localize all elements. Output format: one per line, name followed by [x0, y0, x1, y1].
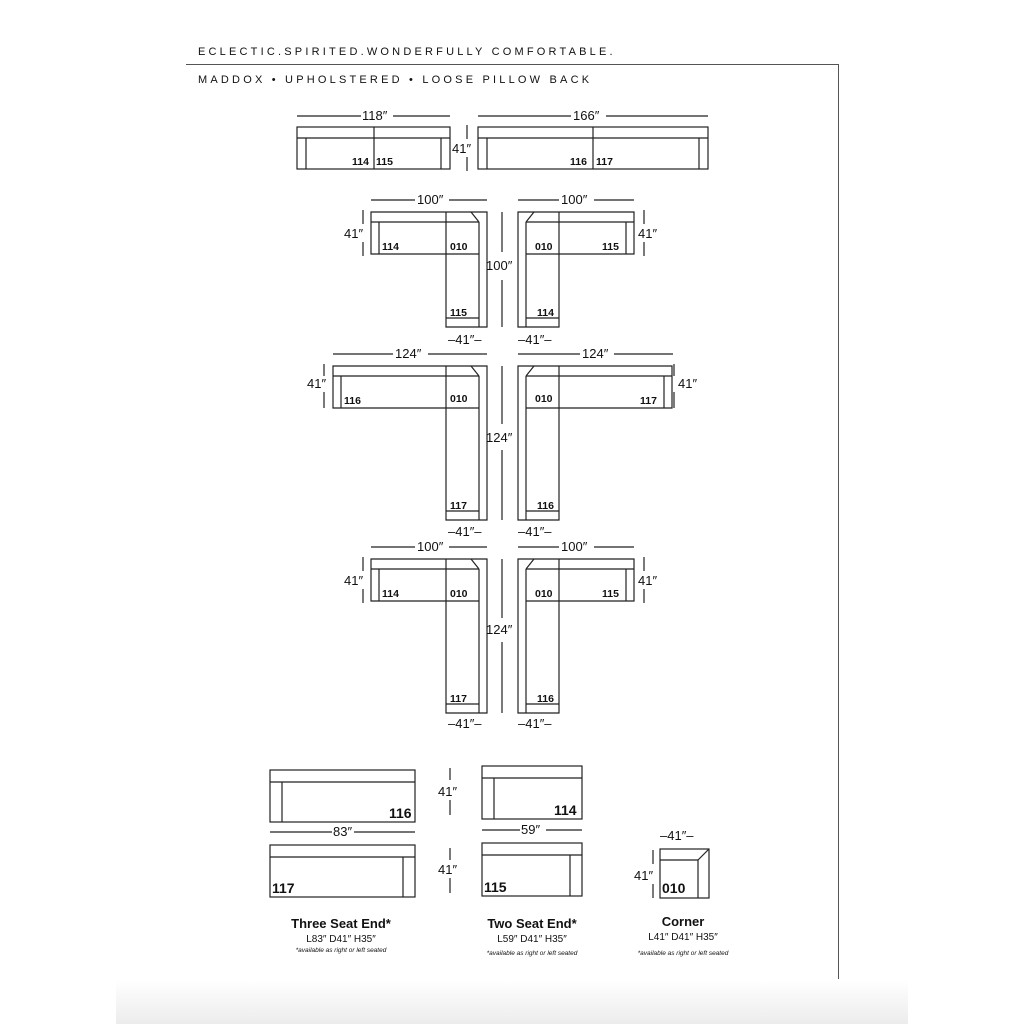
code-116-large: 116: [389, 805, 412, 821]
caption-three-seat-note: *available as right or left seated: [296, 947, 387, 954]
sofa-166: 166″ 116 117: [477, 108, 709, 170]
code-116: 116: [344, 395, 361, 407]
dim-83: 83″: [333, 824, 352, 839]
caption-two-seat: Two Seat End* L59″ D41″ H35″ *available …: [487, 916, 578, 957]
caption-three-seat-name: Three Seat End*: [291, 916, 392, 931]
code-117: 117: [450, 693, 467, 705]
code-117: 117: [450, 500, 467, 512]
caption-two-seat-name: Two Seat End*: [487, 916, 577, 931]
sectional-right-100x100: 100″ 41″ 010 115 114 –41″–: [517, 192, 657, 347]
depth-124-row3: 124″: [486, 366, 513, 520]
sheet-top-rule: [186, 64, 839, 65]
dim-41-bottom: –41″–: [518, 524, 552, 539]
code-116: 116: [570, 156, 587, 168]
depth-41-row1: 41″: [452, 125, 471, 171]
dim-41: 41″: [438, 784, 457, 799]
piece-117: 117: [269, 844, 416, 898]
dim-100: 100″: [561, 539, 588, 554]
caption-corner-dims: L41″ D41″ H35″: [648, 932, 718, 943]
depth-41-pieces-bottom: 41″: [438, 848, 457, 893]
caption-corner-note: *available as right or left seated: [638, 950, 729, 957]
caption-two-seat-note: *available as right or left seated: [487, 950, 578, 957]
code-115-large: 115: [484, 879, 507, 895]
tagline: ECLECTIC.SPIRITED.WONDERFULLY COMFORTABL…: [198, 46, 616, 58]
dim-59: 59″: [521, 822, 540, 837]
depth-41-pieces-top: 41″: [438, 768, 457, 815]
dim-41: 41″: [344, 573, 363, 588]
dim-41: 41″: [638, 226, 657, 241]
sofa-118: 118″ 114 115: [296, 108, 451, 170]
dim-100: 100″: [486, 258, 513, 273]
caption-three-seat: Three Seat End* L83″ D41″ H35″ *availabl…: [291, 916, 392, 954]
dim-41-bottom: –41″–: [448, 524, 482, 539]
dim-100: 100″: [561, 192, 588, 207]
sectional-right-100x124: 100″ 41″ 010 115 116 –41″–: [517, 539, 657, 731]
code-010: 010: [450, 393, 468, 405]
code-010: 010: [535, 588, 553, 600]
width-59: 59″: [482, 822, 582, 837]
dim-41-bottom: –41″–: [518, 332, 552, 347]
code-115: 115: [602, 588, 619, 600]
dim-41-bottom: –41″–: [518, 716, 552, 731]
dim-41: 41″: [307, 376, 326, 391]
sectional-right-124x124: 124″ 41″ 010 117 116 –41″–: [517, 346, 697, 539]
caption-corner: Corner L41″ D41″ H35″ *available as righ…: [638, 914, 729, 957]
dim-41-top: –41″–: [660, 828, 694, 843]
code-116: 116: [537, 500, 554, 512]
dim-41: 41″: [638, 573, 657, 588]
sheet-right-rule: [838, 64, 839, 979]
depth-124-row4: 124″: [486, 559, 513, 713]
piece-115: 115: [481, 842, 583, 897]
code-116: 116: [537, 693, 554, 705]
dim-100: 100″: [417, 539, 444, 554]
code-115: 115: [376, 156, 393, 168]
code-114: 114: [352, 156, 369, 168]
width-83: 83″: [270, 824, 415, 839]
product-title: MADDOX • UPHOLSTERED • LOOSE PILLOW BACK: [198, 74, 593, 86]
code-114: 114: [382, 588, 399, 600]
code-115: 115: [602, 241, 619, 253]
sectional-left-100x100: 100″ 41″ 114 010 115 –41″–: [344, 192, 488, 347]
dim-41-bottom: –41″–: [448, 332, 482, 347]
dim-100: 100″: [417, 192, 444, 207]
code-010: 010: [450, 588, 468, 600]
code-114-large: 114: [554, 802, 577, 818]
code-010: 010: [535, 393, 553, 405]
dim-124: 124″: [486, 622, 513, 637]
dim-124: 124″: [395, 346, 422, 361]
code-115: 115: [450, 307, 467, 319]
sectional-left-124x124: 124″ 41″ 116 010 117 –41″–: [307, 346, 488, 539]
code-117: 117: [640, 395, 657, 407]
dim-41: 41″: [344, 226, 363, 241]
code-117-large: 117: [272, 880, 295, 896]
dim-118: 118″: [362, 108, 388, 123]
piece-116: 116: [269, 769, 416, 823]
code-010: 010: [535, 241, 553, 253]
dim-41: 41″: [438, 862, 457, 877]
caption-corner-name: Corner: [662, 914, 705, 929]
depth-100-row2: 100″: [486, 212, 513, 327]
code-010: 010: [450, 241, 468, 253]
dim-41: 41″: [452, 141, 471, 156]
caption-two-seat-dims: L59″ D41″ H35″: [497, 934, 567, 945]
page-bottom-shadow: [116, 980, 908, 1024]
dim-124: 124″: [486, 430, 513, 445]
dim-41: 41″: [678, 376, 697, 391]
code-117: 117: [596, 156, 613, 168]
code-114: 114: [382, 241, 399, 253]
dim-124: 124″: [582, 346, 609, 361]
code-114: 114: [537, 307, 554, 319]
piece-114: 114: [481, 765, 583, 820]
dim-41: 41″: [634, 868, 653, 883]
dim-166: 166″: [573, 108, 600, 123]
caption-three-seat-dims: L83″ D41″ H35″: [306, 934, 376, 945]
dim-41-bottom: –41″–: [448, 716, 482, 731]
code-010-large: 010: [662, 880, 686, 896]
sectional-left-100x124: 100″ 41″ 114 010 117 –41″–: [344, 539, 488, 731]
piece-010-corner: –41″– 41″ 010: [634, 828, 710, 899]
